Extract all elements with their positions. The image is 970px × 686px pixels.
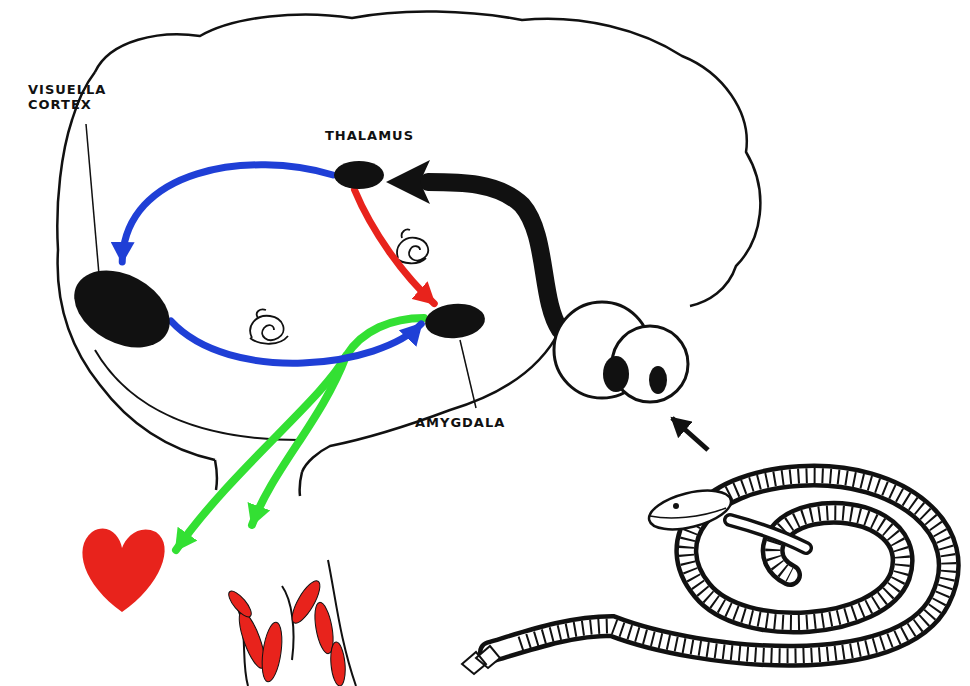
- thalamus-blob: [333, 160, 385, 190]
- muscle: [329, 641, 347, 686]
- hippocampus-squiggle: [250, 309, 288, 343]
- muscle: [225, 588, 255, 620]
- brain-region: AMYGDALA: [424, 303, 486, 339]
- brain-region: THALAMUS: [333, 160, 385, 190]
- signal-arrow: [122, 165, 333, 262]
- output-arrow: [252, 356, 346, 525]
- heart: [82, 529, 164, 612]
- amygdala-blob: [424, 303, 486, 339]
- thalamus-blob: [334, 161, 384, 189]
- snake: [462, 476, 949, 674]
- leader-line: [86, 124, 100, 286]
- optic-arrowhead: [386, 160, 430, 204]
- leader-line: [460, 340, 476, 408]
- brain-outline: [57, 11, 760, 472]
- pupil: [603, 356, 629, 392]
- hippocampus-squiggle: [396, 229, 428, 263]
- cortex-blob: [70, 274, 174, 344]
- region-label: AMYGDALA: [415, 415, 505, 430]
- region-label: THALAMUS: [325, 128, 414, 143]
- sight-arrow: [672, 418, 708, 450]
- region-label: VISUELLA CORTEX: [28, 82, 110, 112]
- signal-arrow: [171, 321, 421, 363]
- amygdala-blob: [424, 301, 487, 340]
- brain-region: VISUELLA CORTEX: [70, 274, 174, 344]
- signal-arrow: [354, 190, 434, 304]
- cortex-blob: [61, 255, 183, 363]
- pupil: [649, 366, 667, 394]
- muscle: [259, 621, 285, 683]
- body-outline: [232, 560, 356, 686]
